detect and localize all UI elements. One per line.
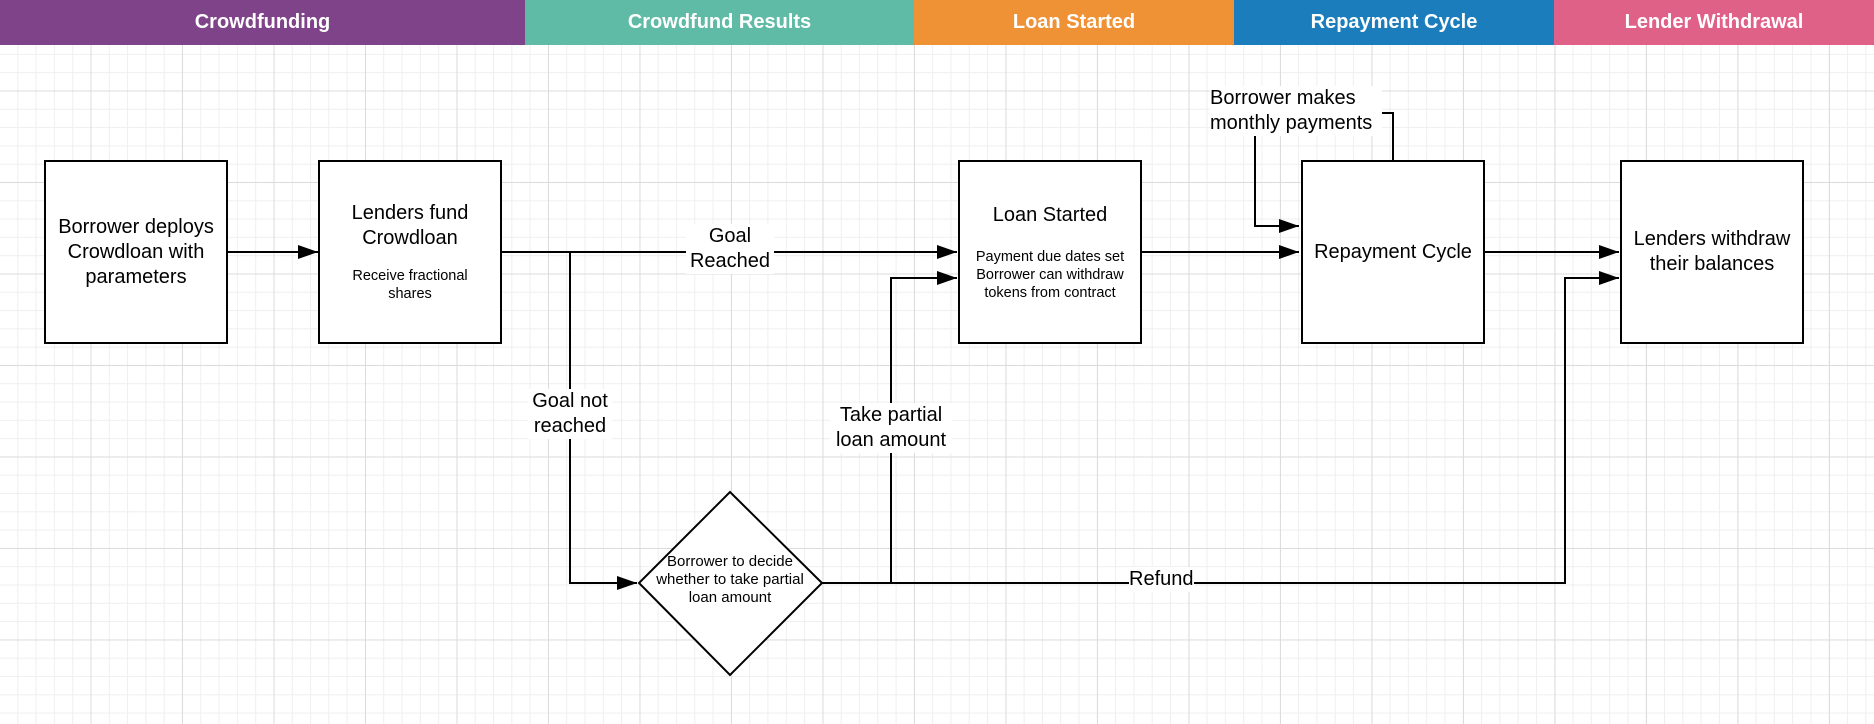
node-repayment-cycle: Repayment Cycle [1301,160,1485,344]
swimlane-header: Crowdfunding Crowdfund Results Loan Star… [0,0,1874,45]
decision-diamond [637,490,824,677]
lane-repayment-cycle: Repayment Cycle [1234,0,1554,45]
node-borrower-deploys-text: Borrower deploys Crowdloan with paramete… [58,215,214,288]
node-lenders-fund-title: Lenders fund Crowdloan [351,202,469,249]
decision-text: Borrower to decide whether to take parti… [656,553,804,606]
label-take-partial: Take partial loan amount [830,403,952,453]
lane-loan-started: Loan Started [914,0,1234,45]
label-goal-reached: Goal Reached [686,224,774,274]
node-lenders-withdraw: Lenders withdraw their balances [1620,160,1804,344]
label-monthly-payments: Borrower makes monthly payments [1210,86,1382,136]
node-lenders-fund-subtitle: Receive fractional shares [352,268,468,302]
label-refund: Refund [1129,567,1194,592]
node-loan-started-title: Loan Started [992,203,1108,226]
edge-refund [891,271,1619,584]
lane-crowdfunding: Crowdfunding [0,0,525,45]
edge-goal-not-reached [569,252,637,590]
label-goal-not-reached: Goal not reached [528,389,612,439]
lane-crowdfund-results: Crowdfund Results [525,0,914,45]
node-loan-started: Loan Started Payment due dates set Borro… [958,160,1142,344]
lane-lender-withdrawal: Lender Withdrawal [1554,0,1874,45]
node-lenders-withdraw-text: Lenders withdraw their balances [1633,228,1791,275]
node-borrower-deploys: Borrower deploys Crowdloan with paramete… [44,160,228,344]
node-loan-started-subtitle: Payment due dates set Borrower can withd… [975,248,1125,301]
node-repayment-cycle-text: Repayment Cycle [1314,240,1472,263]
node-lenders-fund: Lenders fund Crowdloan Receive fractiona… [318,160,502,344]
